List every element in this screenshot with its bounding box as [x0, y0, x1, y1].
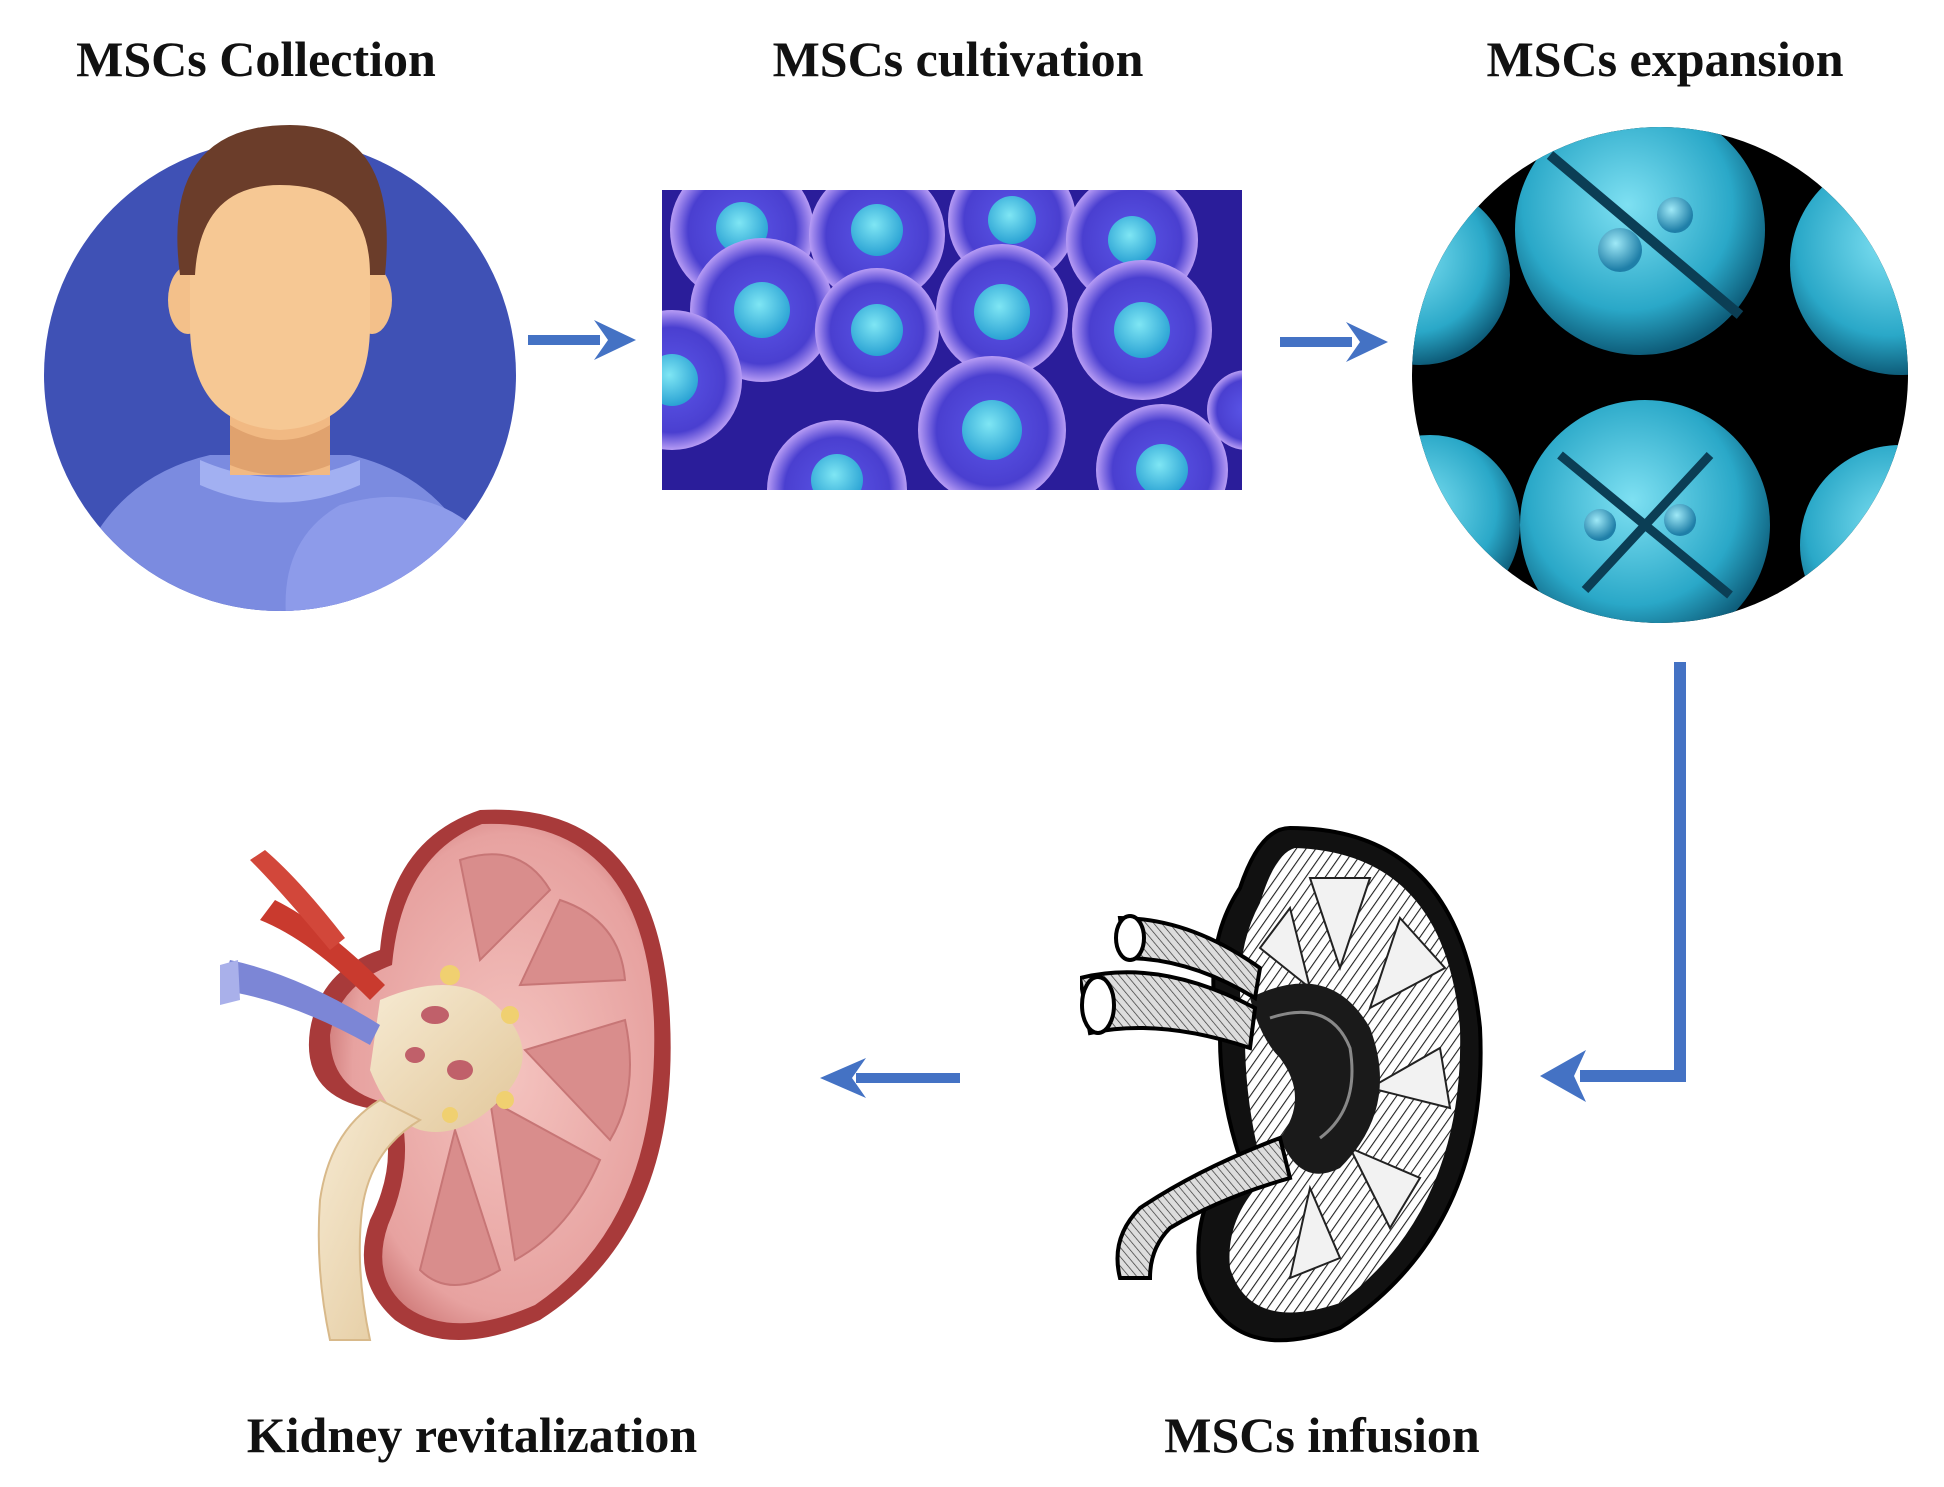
- label-msc-cultivation: MSCs cultivation: [772, 31, 1144, 87]
- arrow-left: [820, 1056, 960, 1100]
- arrow-elbow-down-left: [1540, 662, 1700, 1102]
- label-msc-infusion: MSCs infusion: [1164, 1407, 1480, 1463]
- arrow-right-1: [528, 318, 638, 362]
- label-msc-expansion: MSCs expansion: [1486, 31, 1844, 87]
- kidney-engraving-icon: [1080, 808, 1500, 1348]
- label-msc-collection: MSCs Collection: [76, 31, 436, 87]
- dividing-cells-image: [1410, 125, 1910, 625]
- label-kidney-revitalization: Kidney revitalization: [246, 1407, 698, 1463]
- person-avatar-icon: [40, 125, 520, 625]
- cell-culture-image: [662, 190, 1242, 490]
- healthy-kidney-icon: [220, 800, 700, 1360]
- arrow-right-2: [1280, 320, 1390, 364]
